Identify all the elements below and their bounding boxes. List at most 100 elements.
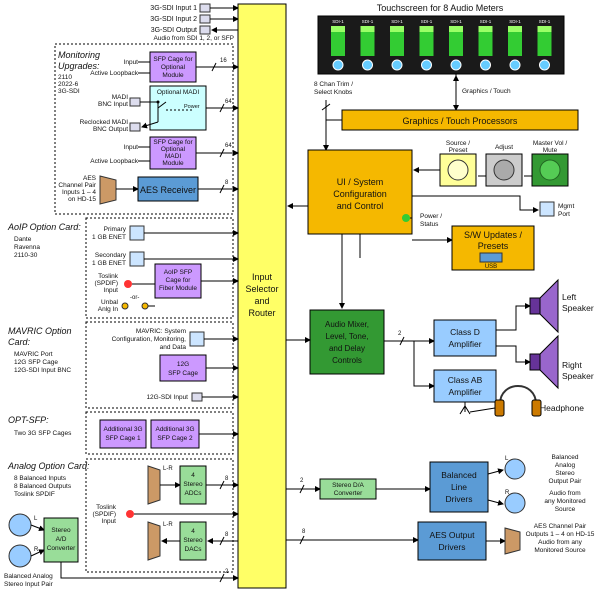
aoip-dante: Dante bbox=[14, 236, 32, 243]
std-2110: 2110 bbox=[58, 74, 72, 81]
meter-peak bbox=[478, 26, 493, 32]
cage1-l2: SFP Cage 1 bbox=[105, 435, 141, 442]
sw-l2: Presets bbox=[478, 241, 509, 251]
sdi-out-label: 3G-SDI Output bbox=[151, 27, 197, 34]
ld-l1: Balanced bbox=[441, 470, 477, 480]
adc-l1: 4 bbox=[191, 472, 195, 479]
trim-knob-icon[interactable] bbox=[332, 59, 344, 71]
mavric-sfp-l1: 12G bbox=[177, 361, 189, 368]
analog-card: Analog Option Card: 8 Balanced Inputs 8 … bbox=[4, 458, 239, 588]
usb-label: USB bbox=[485, 264, 497, 270]
audio-from-label: Audio from SDI 1, 2, or SFP bbox=[153, 35, 234, 42]
master-l1: Master Vol / bbox=[533, 140, 568, 147]
aes-out-l2: Outputs 1 – 4 on HD-15 bbox=[526, 531, 595, 538]
sfp1-l3: Module bbox=[162, 72, 184, 79]
xlr-l-label: L bbox=[34, 516, 38, 522]
hd15-connector-icon bbox=[99, 175, 117, 205]
sw-updates-presets bbox=[451, 225, 535, 271]
mavric-sdi: 12G-SDI Input BNC bbox=[14, 367, 71, 374]
meter-label: SDI-1 bbox=[539, 19, 551, 24]
toslink-l1: Toslink bbox=[98, 273, 119, 280]
trim-knob-icon[interactable] bbox=[450, 59, 462, 71]
da-l2: Converter bbox=[334, 490, 363, 497]
mavric-card: MAVRIC Option Card: MAVRIC Port 12G SFP … bbox=[8, 321, 239, 409]
ad-l1: Stereo bbox=[51, 527, 71, 534]
master-l2: Mute bbox=[543, 147, 558, 154]
graphics-touch-label: Graphics / Touch bbox=[462, 88, 511, 95]
bnc-icon bbox=[129, 122, 141, 132]
bus-64b: 64 bbox=[225, 143, 232, 149]
mavric-desc-l2: Configuration, Monitoring, bbox=[112, 336, 187, 343]
std-3gsdi: 3G-SDI bbox=[58, 88, 80, 95]
trim-knob-icon[interactable] bbox=[391, 59, 403, 71]
madi-title: Optional MADI bbox=[157, 89, 199, 96]
cage2-l2: SFP Cage 2 bbox=[157, 435, 193, 442]
usb-port-icon[interactable] bbox=[479, 252, 503, 263]
meter-peak bbox=[360, 26, 375, 32]
touchscreen-panel[interactable] bbox=[317, 15, 565, 75]
mixer-l1: Audio Mixer, bbox=[325, 320, 369, 329]
xlr-output-r-icon bbox=[504, 492, 526, 514]
trim-knob-icon[interactable] bbox=[480, 59, 491, 71]
analog-footer-l2: Stereo Input Pair bbox=[4, 581, 54, 588]
madi-in-l1: MADI bbox=[112, 94, 128, 101]
meter-label: SDI-1 bbox=[509, 19, 521, 24]
ld-l2: Line bbox=[451, 482, 467, 492]
mavric-sfp-l2: SFP Cage bbox=[168, 370, 198, 377]
stereo-dacs bbox=[179, 521, 207, 561]
adjust-knob[interactable] bbox=[485, 153, 523, 187]
xlr-out-l: L bbox=[505, 456, 509, 462]
rca-icon bbox=[121, 302, 129, 310]
aes-pair-l1: AES bbox=[83, 175, 97, 182]
sfp2-l2: Optional bbox=[161, 146, 186, 153]
mavric-title2: Card: bbox=[8, 337, 31, 347]
meter-bar bbox=[508, 26, 522, 56]
bnc-icon bbox=[129, 97, 141, 107]
meter-label: SDI-1 bbox=[421, 19, 433, 24]
ui-system-control bbox=[307, 149, 413, 235]
trim-knob-icon[interactable] bbox=[362, 59, 373, 71]
left-speaker-l2: Speaker bbox=[562, 303, 594, 313]
sfp2-l3: MADI bbox=[165, 153, 181, 160]
aesd-l1: AES Output bbox=[430, 530, 476, 540]
trim-knob-icon[interactable] bbox=[509, 59, 521, 71]
trim-knob-icon[interactable] bbox=[539, 59, 550, 71]
aoip-sfp-cage bbox=[154, 263, 202, 299]
bus-8b: 8 bbox=[225, 476, 229, 482]
analog-toslink: Toslink SPDIF bbox=[14, 491, 55, 498]
meter-bar bbox=[331, 26, 345, 56]
trim-knob-icon[interactable] bbox=[421, 59, 432, 71]
mavric-title: MAVRIC Option bbox=[8, 326, 72, 336]
analog-inputs: 8 Balanced Inputs bbox=[14, 475, 67, 482]
meter-bar bbox=[390, 26, 404, 56]
adc-l3: ADCs bbox=[185, 490, 203, 497]
sfp2-l4: Module bbox=[162, 160, 184, 167]
knob-icon bbox=[493, 159, 515, 181]
classab-l1: Class AB bbox=[448, 375, 483, 385]
meter-peak bbox=[508, 26, 522, 32]
aes-pair-l2: Channel Pair bbox=[58, 182, 96, 189]
headphone-label: Headphone bbox=[540, 403, 584, 413]
optsfp-title: OPT-SFP: bbox=[8, 415, 49, 425]
router-line3: and bbox=[254, 296, 269, 306]
source-l2: Preset bbox=[449, 147, 468, 154]
ethernet-icon bbox=[189, 331, 205, 347]
monitoring-title: Monitoring bbox=[58, 50, 100, 60]
mavric-desc-l1: MAVRIC: System bbox=[136, 328, 186, 335]
input-label: Input bbox=[124, 59, 139, 66]
af1-l2: any Monitored bbox=[544, 498, 586, 505]
bal-out-l3: Stereo bbox=[555, 470, 575, 477]
meter-label: SDI-1 bbox=[332, 19, 344, 24]
meter-bar bbox=[537, 26, 552, 56]
mgmt-port-icon[interactable] bbox=[539, 201, 555, 217]
additional-sfp-cage-2 bbox=[150, 419, 200, 449]
xlr-r-label: R bbox=[34, 547, 39, 553]
db25-icon bbox=[147, 465, 161, 505]
meter-bar bbox=[419, 26, 434, 56]
mavric-port: MAVRIC Port bbox=[14, 351, 53, 358]
meter-label: SDI-1 bbox=[391, 19, 403, 24]
ui-l1: UI / System bbox=[337, 177, 384, 187]
monitoring-card: Monitoring Upgrades: 2110 2022-6 3G-SDI … bbox=[54, 43, 239, 215]
